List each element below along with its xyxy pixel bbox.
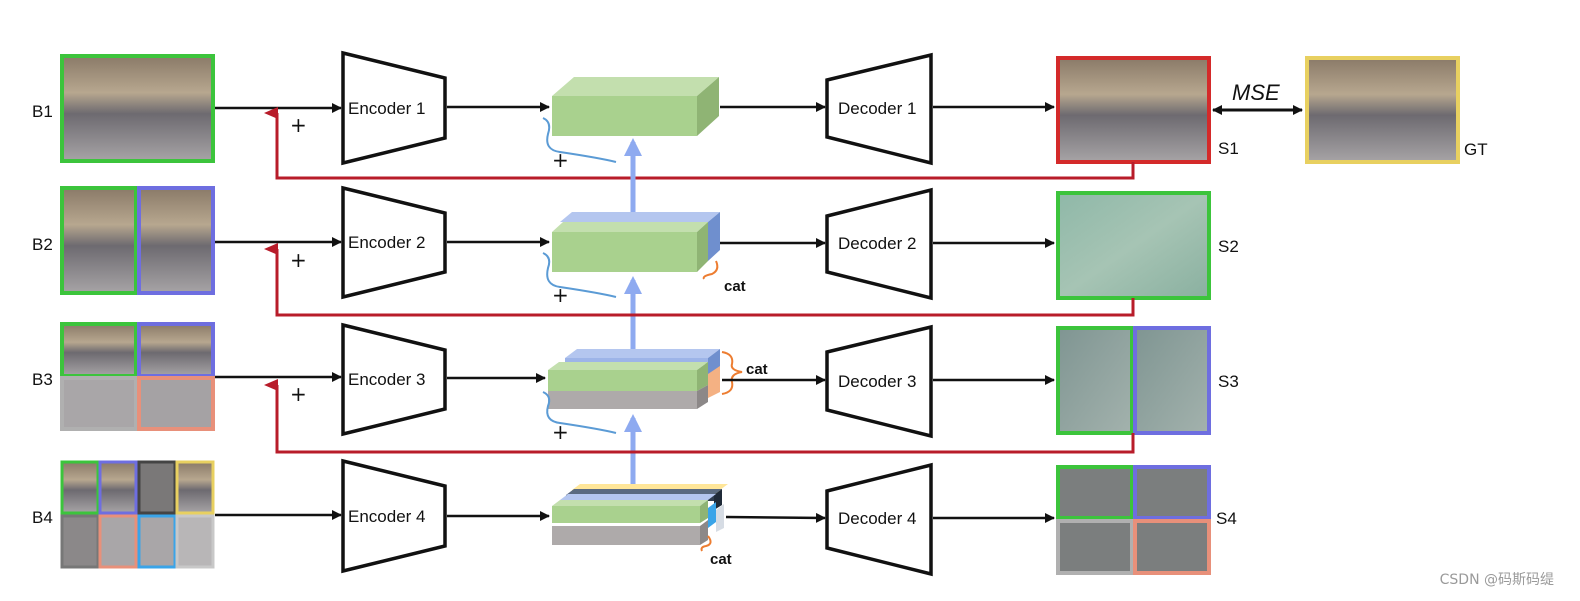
sum-brace-3 [542,391,617,434]
gt-label: GT [1464,140,1488,159]
feature-block-1 [552,77,719,136]
plus-sign-2: + [290,248,307,272]
plus-sign-feature-3: + [552,420,569,444]
row-2: B2 + Encoder 2 + cat Decoder 2 [32,185,1239,307]
arrow-feature-to-decoder-4 [725,512,826,523]
encoder-label-1: Encoder 1 [348,99,426,118]
output-label-s4: S4 [1216,509,1237,528]
ground-truth-image [1305,56,1460,164]
input-label-b4: B4 [32,508,53,527]
input-label-b1: B1 [32,102,53,121]
cat-brace-4 [700,535,712,552]
feedback-arrow-s2-to-b2 [264,243,1135,317]
output-label-s2: S2 [1218,237,1239,256]
input-image-b2 [60,186,215,295]
decoder-label-3: Decoder 3 [838,372,916,391]
input-label-b3: B3 [32,370,53,389]
decoder-label-4: Decoder 4 [838,509,916,528]
sum-brace-1 [542,117,617,163]
feature-block-2 [552,212,720,272]
encoder-2: Encoder 2 [341,185,447,300]
sum-brace-2 [542,252,617,298]
feature-block-3 [548,349,720,409]
encoder-label-3: Encoder 3 [348,370,426,389]
feedback-arrow-s3-to-b3 [264,379,1135,454]
output-image-s2 [1056,191,1211,300]
mse-label: MSE [1232,80,1280,105]
watermark: CSDN @码斯码缇 [1439,572,1554,588]
decoder-4: Decoder 4 [825,462,933,577]
cat-label-4: cat [710,551,732,568]
output-label-s1: S1 [1218,139,1239,158]
output-image-s3 [1056,326,1211,435]
cat-brace-3 [721,351,743,395]
row-1: B1 + Encoder 1 + Decoder 1 S1 [32,50,1488,172]
decoder-label-2: Decoder 2 [838,234,916,253]
plus-sign-1: + [290,113,307,137]
feature-block-4 [552,484,728,545]
encoder-label-2: Encoder 2 [348,233,426,252]
input-image-b1 [60,54,215,163]
plus-sign-feature-2: + [552,283,569,307]
input-image-b4 [60,460,215,569]
encoder-1: Encoder 1 [341,50,447,166]
decoder-label-1: Decoder 1 [838,99,916,118]
decoder-1: Decoder 1 [825,52,933,166]
plus-sign-feature-1: + [552,148,569,172]
output-image-s1 [1056,56,1211,164]
row-3: B3 + Encoder 3 [32,322,1239,444]
encoder-label-4: Encoder 4 [348,507,426,526]
row-4: B4 Encoder 4 [32,458,1237,577]
cat-label-2: cat [724,278,746,295]
input-image-b3 [60,322,215,431]
output-label-s3: S3 [1218,372,1239,391]
decoder-3: Decoder 3 [825,324,933,439]
encoder-3: Encoder 3 [341,322,447,437]
input-label-b2: B2 [32,235,53,254]
encoder-4: Encoder 4 [341,458,447,574]
feedback-arrow-s1-to-b1 [264,107,1135,180]
plus-sign-3: + [290,382,307,406]
decoder-2: Decoder 2 [825,187,933,301]
cat-label-3: cat [746,361,768,378]
output-image-s4 [1056,465,1211,575]
cat-brace-2 [702,260,719,280]
